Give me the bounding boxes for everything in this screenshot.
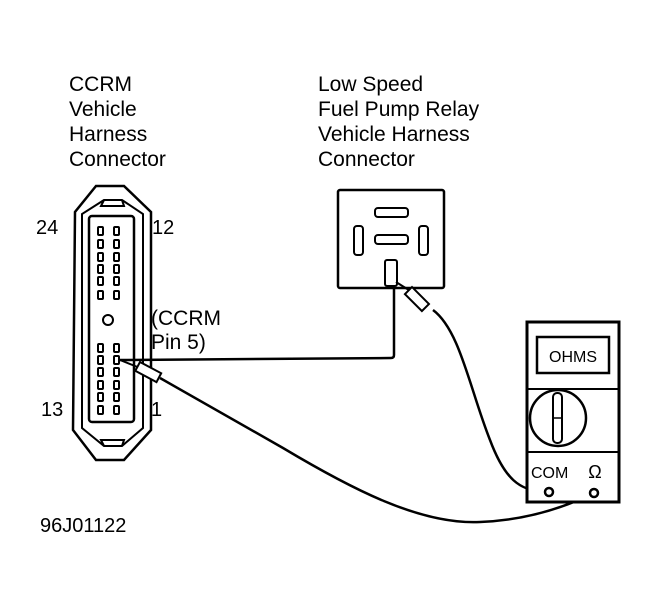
pin-column-right	[113, 226, 120, 415]
label-line: CCRM	[69, 73, 132, 96]
relay-terminal-top	[374, 207, 409, 218]
meter-display	[535, 335, 611, 375]
ccrm-connector-label: CCRM Vehicle Harness Connector	[69, 72, 166, 172]
pin-number-13: 13	[41, 399, 64, 421]
ohm-label: Ω	[588, 462, 601, 482]
relay-terminal-bottom	[384, 259, 398, 287]
label-line: Harness	[69, 123, 148, 146]
wires	[119, 288, 597, 524]
pin-column-left	[97, 226, 104, 415]
jumper-wire	[119, 288, 396, 362]
probe-lead-relay	[432, 308, 544, 494]
connector-key-hole	[102, 314, 114, 326]
ccrm-pins	[97, 226, 120, 415]
probe-tip-relay	[395, 281, 431, 313]
label-line: Low Speed	[318, 73, 424, 96]
relay-connector-label: Low Speed Fuel Pump Relay Vehicle Harnes…	[318, 72, 479, 172]
probe-tip-ccrm	[119, 359, 163, 384]
pin-number-1: 1	[151, 399, 163, 421]
relay-terminal-right	[418, 225, 429, 256]
label-line: Fuel Pump Relay	[318, 98, 480, 121]
probe-lead-ccrm	[159, 376, 597, 524]
relay-connector	[336, 188, 446, 290]
figure-id: 96J01122	[40, 515, 127, 537]
probe-tips	[119, 281, 431, 384]
label-line: Vehicle Harness	[318, 123, 470, 146]
label-line: Vehicle	[69, 98, 137, 121]
ohm-jack	[588, 487, 600, 499]
relay-terminal-left	[353, 225, 364, 256]
connector-outer-shell	[71, 184, 153, 462]
pin-number-24: 24	[36, 217, 59, 239]
callout-line: Pin 5)	[151, 331, 206, 354]
ccrm-connector	[71, 184, 153, 462]
com-jack	[543, 486, 555, 498]
pin-5	[113, 355, 120, 365]
com-label: COM	[531, 465, 568, 482]
pin-5-callout: (CCRM Pin 5)	[151, 307, 221, 355]
relay-housing	[336, 188, 446, 290]
callout-line: (CCRM	[151, 307, 221, 330]
multimeter: OHMS COM Ω	[525, 320, 621, 504]
label-line: Connector	[318, 148, 415, 171]
pin-number-12: 12	[152, 217, 175, 239]
meter-display-text: OHMS	[549, 349, 597, 366]
connector-pin-cavity	[87, 214, 136, 424]
relay-terminal-middle	[374, 234, 409, 245]
label-line: Connector	[69, 148, 166, 171]
